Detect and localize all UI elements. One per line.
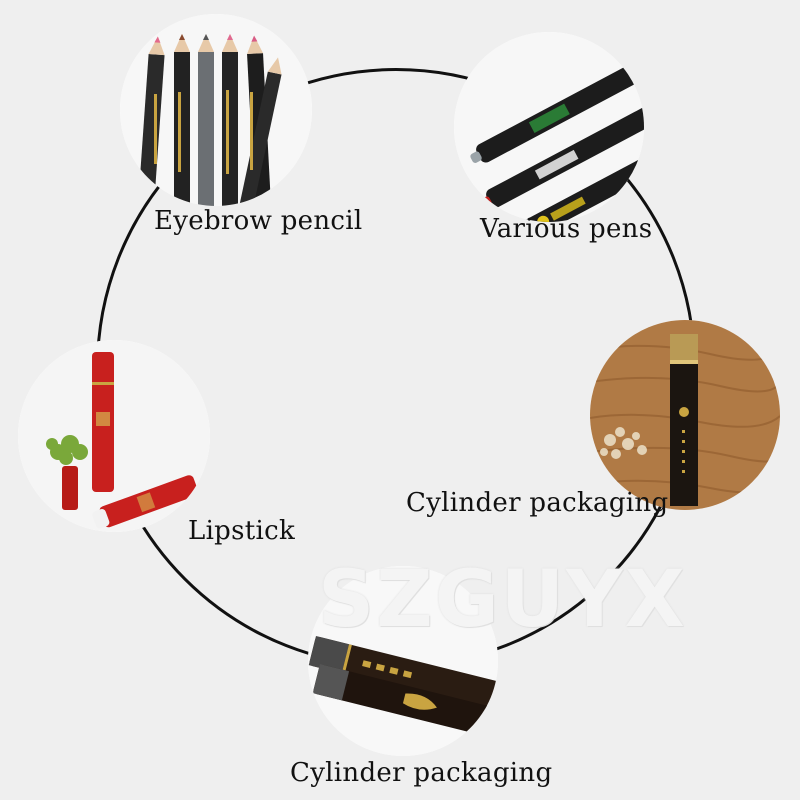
lipstick-label: Lipstick: [188, 516, 296, 546]
watermark-text: SZGUYX: [318, 555, 687, 645]
cylinder-packaging-bottom-photo: [308, 566, 498, 756]
lipstick-photo: [18, 340, 210, 532]
cylinder-packaging-wood-photo: [590, 320, 780, 510]
cylinder-packaging-label-bottom: Cylinder packaging: [290, 758, 553, 788]
various-pens-photo: [454, 32, 644, 222]
cylinder-packaging-label-right: Cylinder packaging: [406, 488, 669, 518]
various-pens-label: Various pens: [480, 214, 653, 244]
eyebrow-pencil-photo: [120, 14, 312, 206]
eyebrow-pencil-label: Eyebrow pencil: [154, 206, 363, 236]
